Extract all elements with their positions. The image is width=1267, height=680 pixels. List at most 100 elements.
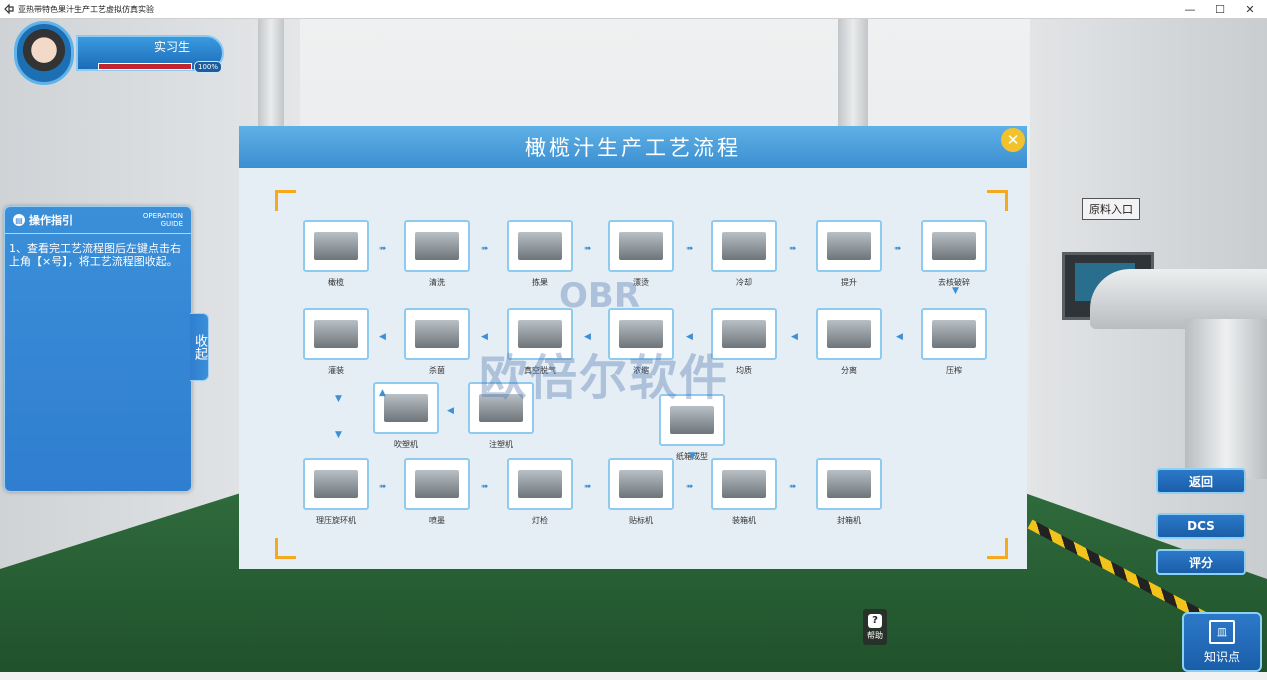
help-label: 帮助 bbox=[867, 630, 883, 640]
flow-arrow-icon: ◀ bbox=[896, 332, 903, 342]
process-step-node bbox=[659, 394, 725, 446]
machine-icon bbox=[827, 232, 871, 260]
minimize-button[interactable]: — bbox=[1184, 2, 1196, 16]
machine-icon bbox=[518, 232, 562, 260]
corner-top-left bbox=[275, 190, 296, 211]
machine-icon bbox=[314, 232, 358, 260]
process-step-label: 理压旋环机 bbox=[316, 516, 356, 525]
process-step-node bbox=[507, 458, 573, 510]
process-step-node bbox=[816, 308, 882, 360]
flow-arrow-icon: ▲ bbox=[379, 388, 386, 398]
process-step-node bbox=[711, 308, 777, 360]
guide-text: 1、查看完工艺流程图后左键点击右上角【×号】，将工艺流程图收起。 bbox=[9, 242, 181, 268]
flow-arrow-icon: ◀ bbox=[584, 332, 591, 342]
watermark: 欧倍尔软件 bbox=[479, 350, 730, 406]
process-step-node bbox=[303, 220, 369, 272]
guide-subtitle-line2: GUIDE bbox=[160, 220, 183, 228]
machine-icon bbox=[722, 232, 766, 260]
steel-tank bbox=[1185, 319, 1267, 479]
machine-icon bbox=[932, 320, 976, 348]
flow-arrow-icon: ◀ bbox=[379, 332, 386, 342]
close-modal-button[interactable]: ✕ bbox=[1001, 128, 1025, 152]
flow-arrow-icon: ➠ bbox=[481, 482, 489, 492]
process-step-node bbox=[404, 308, 470, 360]
flow-arrow-icon: ➠ bbox=[894, 244, 902, 254]
flow-arrow-icon: ➠ bbox=[789, 244, 797, 254]
process-step-label: 漂烫 bbox=[633, 278, 649, 287]
process-step-node bbox=[608, 308, 674, 360]
process-step-node bbox=[608, 220, 674, 272]
process-step-label: 均质 bbox=[736, 366, 752, 375]
flow-arrow-icon: ◀ bbox=[686, 332, 693, 342]
process-step-node bbox=[608, 458, 674, 510]
process-step-label: 分离 bbox=[841, 366, 857, 375]
process-step-node bbox=[404, 220, 470, 272]
process-step-node bbox=[816, 458, 882, 510]
process-step-label: 提升 bbox=[841, 278, 857, 287]
book-icon: 皿 bbox=[1209, 619, 1235, 644]
flow-arrow-icon: ➠ bbox=[379, 482, 387, 492]
machine-icon bbox=[619, 470, 663, 498]
machine-icon bbox=[415, 232, 459, 260]
avatar[interactable] bbox=[14, 21, 74, 85]
process-flow: 橄榄清洗拣果漂烫冷却提升去核破碎压榨分离均质浓缩真空脱气杀菌灌装吹塑机注塑机纸箱… bbox=[239, 168, 1027, 569]
process-step-label: 真空脱气 bbox=[524, 366, 556, 375]
process-step-label: 纸箱成型 bbox=[676, 452, 708, 461]
help-button[interactable]: ? 帮助 bbox=[863, 609, 887, 645]
flow-arrow-icon: ➠ bbox=[686, 482, 694, 492]
guide-title: 操作指引 bbox=[29, 214, 73, 227]
machine-icon bbox=[384, 394, 428, 422]
process-step-node bbox=[507, 220, 573, 272]
progress-label: 100% bbox=[194, 61, 222, 73]
process-step-label: 贴标机 bbox=[629, 516, 653, 525]
machine-icon bbox=[722, 320, 766, 348]
machine-icon bbox=[415, 320, 459, 348]
score-button[interactable]: 评分 bbox=[1156, 549, 1246, 575]
machine-icon bbox=[827, 320, 871, 348]
process-step-label: 吹塑机 bbox=[394, 440, 418, 449]
process-step-node bbox=[303, 458, 369, 510]
flow-arrow-icon: ➠ bbox=[686, 244, 694, 254]
watermark-brand: OBR bbox=[559, 276, 640, 316]
back-button[interactable]: 返回 bbox=[1156, 468, 1246, 494]
maximize-button[interactable]: ☐ bbox=[1215, 2, 1225, 16]
process-step-label: 灌装 bbox=[328, 366, 344, 375]
dcs-button[interactable]: DCS bbox=[1156, 513, 1246, 539]
process-step-label: 装箱机 bbox=[732, 516, 756, 525]
flow-arrow-icon: ➠ bbox=[584, 482, 592, 492]
modal-title: 橄榄汁生产工艺流程 bbox=[239, 126, 1027, 168]
machine-icon bbox=[518, 470, 562, 498]
collapse-guide-button[interactable]: 收起 bbox=[190, 313, 209, 381]
process-step-node bbox=[468, 382, 534, 434]
process-step-label: 拣果 bbox=[532, 278, 548, 287]
process-step-node bbox=[921, 220, 987, 272]
process-step-label: 浓缩 bbox=[633, 366, 649, 375]
machine-icon bbox=[932, 232, 976, 260]
guide-subtitle-line1: OPERATION bbox=[142, 212, 183, 220]
raw-material-sign: 原料入口 bbox=[1082, 198, 1140, 220]
process-step-node bbox=[711, 458, 777, 510]
process-step-label: 杀菌 bbox=[429, 366, 445, 375]
machine-icon bbox=[518, 320, 562, 348]
app-icon bbox=[4, 4, 14, 14]
process-step-label: 橄榄 bbox=[328, 278, 344, 287]
process-step-node bbox=[404, 458, 470, 510]
process-step-label: 去核破碎 bbox=[938, 278, 970, 287]
machine-icon bbox=[619, 320, 663, 348]
machine-icon bbox=[479, 394, 523, 422]
process-step-label: 封箱机 bbox=[837, 516, 861, 525]
flow-arrow-icon: ◀ bbox=[791, 332, 798, 342]
flow-arrow-icon: ▼ bbox=[335, 430, 342, 440]
close-window-button[interactable]: ✕ bbox=[1245, 2, 1255, 16]
machine-icon bbox=[670, 406, 714, 434]
process-step-node bbox=[507, 308, 573, 360]
flow-arrow-icon: ◀ bbox=[447, 406, 454, 416]
process-step-node bbox=[816, 220, 882, 272]
knowledge-button[interactable]: 皿 知识点 bbox=[1182, 612, 1262, 672]
flow-arrow-icon: ▼ bbox=[952, 286, 959, 296]
process-step-label: 压榨 bbox=[946, 366, 962, 375]
process-step-label: 注塑机 bbox=[489, 440, 513, 449]
progress-bar bbox=[98, 63, 192, 70]
